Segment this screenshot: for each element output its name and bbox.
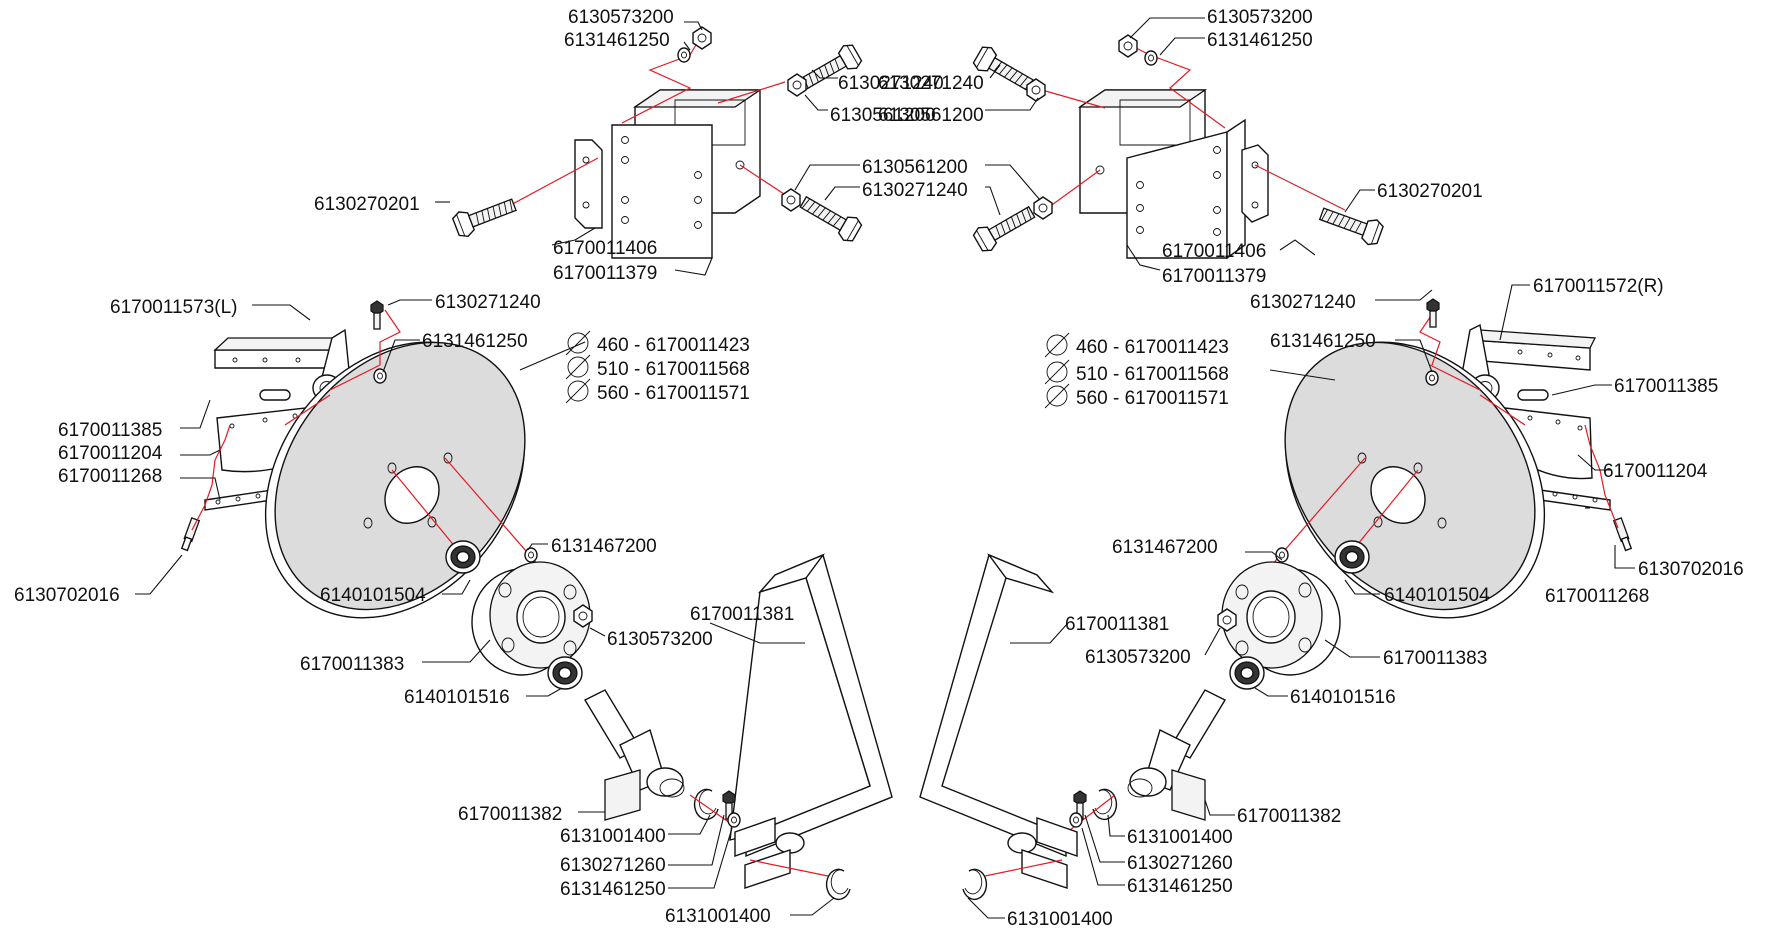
part-number-label: 6131461250 <box>560 879 666 900</box>
part-number-label: 6131001400 <box>560 826 666 847</box>
disc-size-label: 510 - 6170011568 <box>1076 364 1229 385</box>
part-number-label: 6131461250 <box>1270 331 1376 352</box>
part-number-label: 6170011385 <box>1614 376 1718 397</box>
part-number-label: 6170011572(R) <box>1533 276 1664 297</box>
right-hub <box>1221 561 1341 676</box>
bearing-icon <box>547 656 583 690</box>
part-number-label: 6131461250 <box>1207 30 1313 51</box>
disc-size-label: 510 - 6170011568 <box>597 359 750 380</box>
part-number-label: 6140101516 <box>404 687 510 708</box>
right-spindle <box>1127 689 1226 821</box>
disc-size-label: 460 - 6170011423 <box>1076 337 1229 358</box>
nut-icon <box>1118 34 1138 58</box>
part-number-label: 6130573200 <box>1207 7 1313 28</box>
left-diameter-list <box>565 330 591 404</box>
part-number-label: 6170011406 <box>553 238 657 259</box>
bearing-icon <box>1334 540 1370 574</box>
part-number-label: 6170011383 <box>1383 648 1487 669</box>
left-clamp-block <box>734 817 805 889</box>
part-number-label: 6130271240 <box>435 292 541 313</box>
nut-icon <box>1033 196 1053 220</box>
bolt-icon <box>370 300 384 330</box>
part-number-label: 6170011379 <box>553 263 657 284</box>
part-number-label: 6130702016 <box>1638 559 1744 580</box>
washer-icon <box>677 47 691 63</box>
left-pin <box>259 389 291 401</box>
part-number-label: 6170011382 <box>1237 806 1341 827</box>
part-labels: 6130573200 6131461250 6130271240 6130561… <box>14 7 1744 928</box>
part-number-label: 6130271240 <box>862 180 968 201</box>
right-mount-bracket <box>1077 89 1246 260</box>
right-scraper-bracket <box>1539 489 1611 511</box>
part-number-label: 6130573200 <box>568 7 674 28</box>
right-assembly <box>919 17 1635 919</box>
right-frame <box>919 553 1067 858</box>
part-number-label: 6130561200 <box>862 157 968 178</box>
bolt-icon <box>1426 298 1440 328</box>
disc-size-label: 460 - 6170011423 <box>597 335 750 356</box>
part-number-label: 6170011204 <box>58 443 163 464</box>
part-number-label: 6131001400 <box>1007 909 1113 928</box>
part-number-label: 6170011381 <box>690 604 794 625</box>
part-number-label: 6131001400 <box>665 906 771 927</box>
bearing-icon <box>1229 656 1265 690</box>
bearing-icon <box>445 540 481 574</box>
part-number-label: 6130271240 <box>878 73 984 94</box>
part-number-label: 6130270201 <box>314 194 420 215</box>
part-number-label: 6131461250 <box>422 331 528 352</box>
part-number-label: 6131467200 <box>551 536 657 557</box>
part-number-label: 6130271240 <box>838 73 944 94</box>
washer-icon <box>524 547 538 563</box>
part-number-label: 6170011385 <box>58 420 162 441</box>
left-frame <box>729 553 893 858</box>
part-number-label: 6130271260 <box>560 855 666 876</box>
right-clamp-block <box>1007 817 1078 889</box>
washer-icon <box>1425 370 1439 386</box>
part-number-label: 6170011573(L) <box>110 297 237 318</box>
part-number-label: 6130561200 <box>878 105 984 126</box>
washer-icon <box>373 368 387 384</box>
part-number-label: 6170011204 <box>1603 461 1708 482</box>
part-number-label: 6130271240 <box>1250 292 1356 313</box>
washer-icon <box>727 812 741 828</box>
part-number-label: 6131461250 <box>1127 876 1233 897</box>
left-spindle <box>584 689 685 821</box>
part-number-label: 6130573200 <box>1085 647 1191 668</box>
part-number-label: 6170011379 <box>1162 266 1266 287</box>
part-number-label: 6130702016 <box>14 585 120 606</box>
part-number-label: 6170011268 <box>58 466 162 487</box>
nut-icon <box>781 188 801 212</box>
circlip-icon <box>693 788 719 821</box>
part-number-label: 6170011406 <box>1162 241 1266 262</box>
left-assembly <box>135 21 893 916</box>
disc-size-label: 560 - 6170011571 <box>1076 388 1229 409</box>
part-number-label: 6130561200 <box>830 105 936 126</box>
part-number-label: 6140101504 <box>1384 585 1490 606</box>
part-number-label: 6140101516 <box>1290 687 1396 708</box>
right-diameter-list <box>1044 332 1070 409</box>
part-number-label: 6130270201 <box>1377 181 1483 202</box>
left-hub <box>471 561 591 676</box>
part-number-label: 6170011383 <box>300 654 404 675</box>
washer-icon <box>1144 50 1158 66</box>
part-number-label: 6140101504 <box>320 585 426 606</box>
left-scraper-bracket <box>204 489 273 511</box>
part-number-label: 6131001400 <box>1127 827 1233 848</box>
washer-icon <box>1069 812 1083 828</box>
right-pin <box>1517 389 1549 401</box>
left-mount-bracket <box>611 89 763 259</box>
left-clamp-plate <box>574 139 603 229</box>
part-number-label: 6170011382 <box>458 804 562 825</box>
part-number-label: 6130271260 <box>1127 853 1233 874</box>
part-number-label: 6170011381 <box>1065 614 1169 635</box>
part-number-label: 6131467200 <box>1112 537 1218 558</box>
circlip-icon <box>825 868 851 901</box>
right-clamp-plate <box>1241 144 1269 223</box>
disc-size-label: 560 - 6170011571 <box>597 383 750 404</box>
part-number-label: 6131461250 <box>564 30 670 51</box>
part-number-label: 6170011268 <box>1545 586 1649 607</box>
part-number-label: 6130573200 <box>607 629 713 650</box>
